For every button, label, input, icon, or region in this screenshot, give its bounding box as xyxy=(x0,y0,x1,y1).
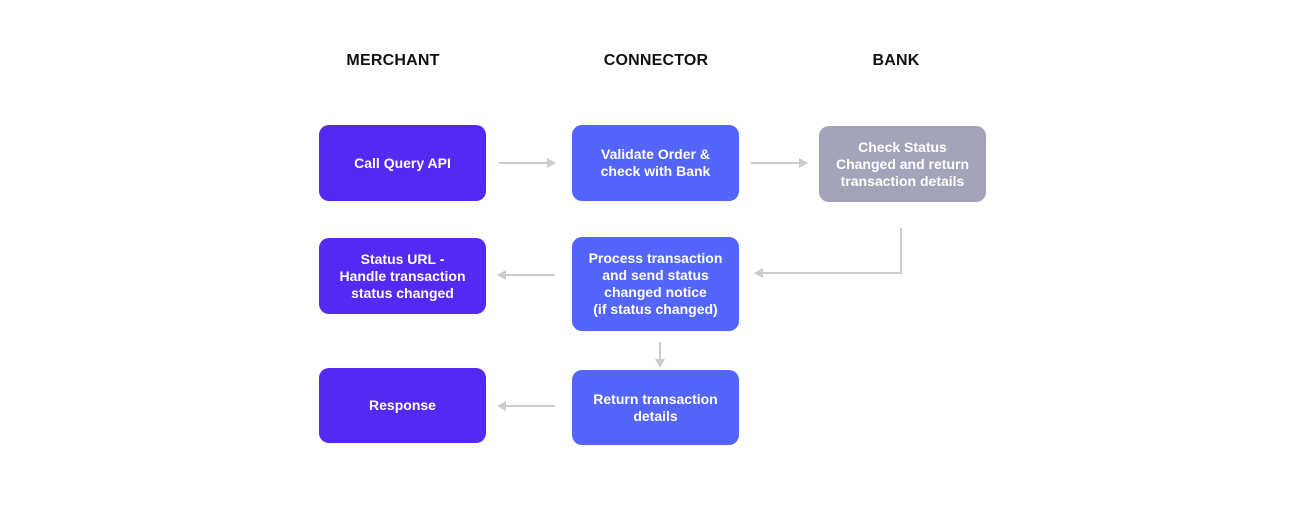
merchant-column-header: MERCHANT xyxy=(346,52,440,69)
validate-order-node: Validate Order & check with Bank xyxy=(572,125,739,201)
arrowhead-process-to-status-url xyxy=(497,270,506,280)
bank-column-header: BANK xyxy=(872,52,920,69)
arrowhead-process-to-return xyxy=(655,359,665,368)
arrowhead-call-to-validate xyxy=(547,158,556,168)
arrowhead-return-to-response xyxy=(497,401,506,411)
status-url-node: Status URL - Handle transaction status c… xyxy=(319,238,486,314)
call-query-api-node: Call Query API xyxy=(319,125,486,201)
process-transaction-node: Process transaction and send status chan… xyxy=(572,237,739,331)
arrowhead-validate-to-check xyxy=(799,158,808,168)
return-details-node: Return transaction details xyxy=(572,370,739,445)
arrow-check-to-process xyxy=(762,228,902,274)
connector-column-header: CONNECTOR xyxy=(603,52,709,69)
check-status-node: Check Status Changed and return transact… xyxy=(819,126,986,202)
response-node: Response xyxy=(319,368,486,443)
arrowhead-check-to-process xyxy=(754,268,763,278)
